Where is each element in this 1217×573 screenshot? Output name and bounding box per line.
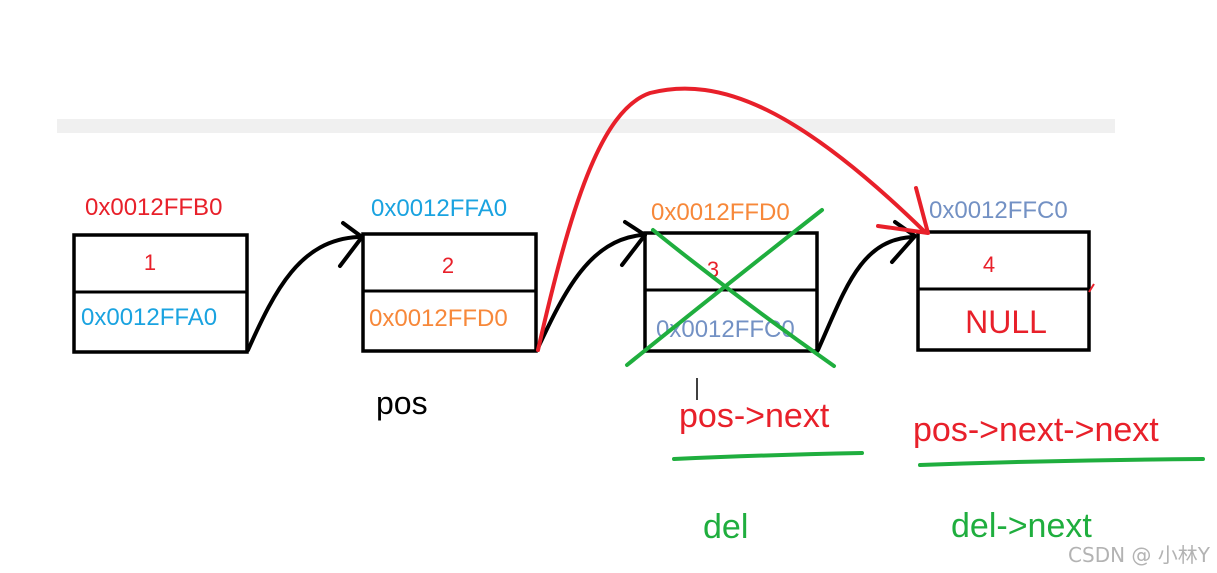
node-1-value: 1 (144, 250, 156, 275)
pos-next-underline (672, 451, 864, 461)
node-4-address: 0x0012FFC0 (929, 197, 1068, 224)
arrow-bypass-node2-to-node4 (536, 86, 930, 352)
node-2-next: 0x0012FFD0 (369, 305, 508, 332)
divider-band (57, 119, 1115, 133)
node-1-next: 0x0012FFA0 (81, 304, 217, 331)
pos-next-label: pos->next (679, 397, 830, 435)
watermark: CSDN @ 小林Y (1068, 543, 1211, 567)
pos-label: pos (376, 385, 428, 421)
pos-next-next-label: pos->next->next (913, 411, 1159, 449)
pos-next-next-underline (918, 457, 1205, 467)
x-cross-icon (625, 208, 836, 368)
node-2-address: 0x0012FFA0 (371, 195, 507, 222)
node-4-next: NULL (965, 304, 1047, 340)
node-3-address: 0x0012FFD0 (651, 199, 790, 226)
arrow-node1-to-node2 (246, 221, 364, 352)
node-4-value: 4 (983, 252, 995, 277)
node-3-next: 0x0012FFC0 (656, 316, 795, 343)
node-1: 0x0012FFB0 1 0x0012FFA0 (72, 194, 249, 354)
red-tick-mark (1088, 283, 1095, 293)
del-next-label: del->next (951, 507, 1092, 545)
del-label: del (703, 508, 748, 546)
node-4: 0x0012FFC0 4 NULL (916, 197, 1095, 352)
node-1-address: 0x0012FFB0 (85, 194, 222, 221)
node-3-box (643, 231, 819, 353)
node-2: 0x0012FFA0 2 0x0012FFD0 (361, 195, 538, 353)
arrow-node3-to-node4 (816, 220, 917, 352)
node-3: 0x0012FFD0 3 0x0012FFC0 (625, 199, 836, 368)
node-2-value: 2 (442, 253, 454, 278)
arrow-node2-to-node3 (535, 220, 647, 352)
